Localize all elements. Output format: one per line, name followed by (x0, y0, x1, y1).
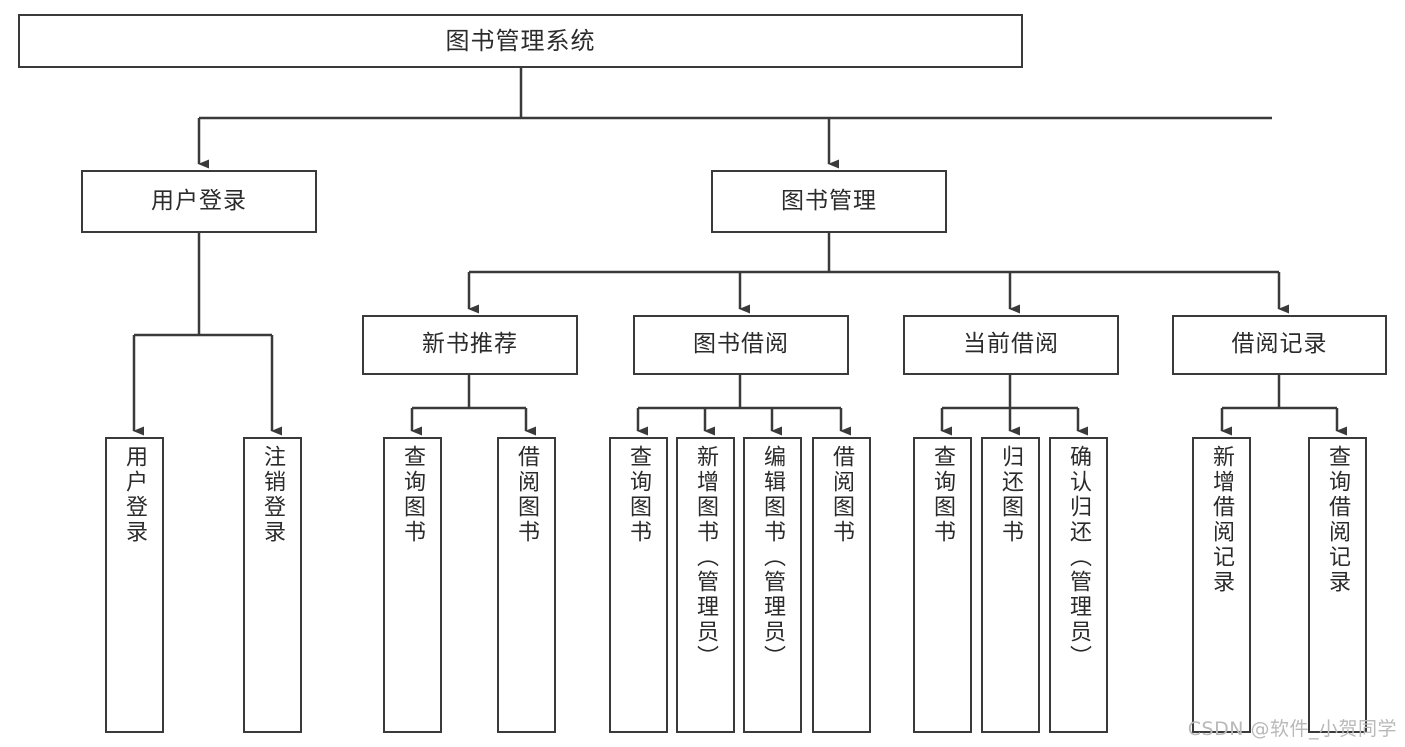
node-leaf-query-book-1-label: 查询图书 (400, 445, 426, 545)
node-leaf-add-book[interactable]: 新增图书（管理员） (676, 437, 735, 733)
node-leaf-confirm-return-label: 确认归还（管理员） (1066, 445, 1092, 670)
node-leaf-query-book-2-label: 查询图书 (626, 445, 652, 545)
node-leaf-query-book-3-label: 查询图书 (930, 445, 956, 545)
node-new-book-recommend-label: 新书推荐 (422, 331, 518, 358)
watermark-text: CSDN @软件_小贺同学 (1187, 718, 1397, 740)
node-root-book-management-system[interactable]: 图书管理系统 (18, 14, 1023, 68)
node-leaf-borrow-book-2[interactable]: 借阅图书 (812, 437, 871, 733)
node-leaf-logout-login[interactable]: 注销登录 (243, 437, 302, 733)
node-leaf-query-book-3[interactable]: 查询图书 (913, 437, 972, 733)
node-leaf-query-record[interactable]: 查询借阅记录 (1308, 437, 1367, 733)
node-leaf-logout-login-label: 注销登录 (260, 445, 286, 545)
node-leaf-borrow-book-1[interactable]: 借阅图书 (497, 437, 556, 733)
node-leaf-query-book-1[interactable]: 查询图书 (383, 437, 442, 733)
node-leaf-return-book[interactable]: 归还图书 (981, 437, 1040, 733)
node-book-borrow[interactable]: 图书借阅 (633, 315, 849, 375)
node-user-login-label: 用户登录 (151, 187, 247, 214)
node-book-management-label: 图书管理 (781, 187, 877, 214)
node-leaf-return-book-label: 归还图书 (998, 445, 1024, 545)
node-new-book-recommend[interactable]: 新书推荐 (362, 315, 578, 375)
node-leaf-borrow-book-1-label: 借阅图书 (514, 445, 540, 545)
node-borrow-record[interactable]: 借阅记录 (1172, 315, 1387, 375)
node-book-management[interactable]: 图书管理 (711, 170, 947, 233)
node-leaf-edit-book-label: 编辑图书（管理员） (760, 445, 786, 670)
node-root-label: 图书管理系统 (445, 26, 596, 55)
node-leaf-add-book-label: 新增图书（管理员） (693, 445, 719, 670)
node-borrow-record-label: 借阅记录 (1231, 331, 1328, 358)
node-book-borrow-label: 图书借阅 (693, 331, 789, 358)
node-leaf-query-book-2[interactable]: 查询图书 (609, 437, 668, 733)
node-leaf-confirm-return[interactable]: 确认归还（管理员） (1049, 437, 1108, 733)
node-leaf-user-login-label: 用户登录 (122, 445, 148, 545)
node-leaf-edit-book[interactable]: 编辑图书（管理员） (743, 437, 802, 733)
node-current-borrow-label: 当前借阅 (963, 331, 1059, 358)
node-user-login[interactable]: 用户登录 (81, 170, 317, 233)
node-leaf-query-record-label: 查询借阅记录 (1325, 445, 1351, 595)
node-leaf-add-record-label: 新增借阅记录 (1209, 445, 1235, 595)
node-leaf-user-login[interactable]: 用户登录 (105, 437, 164, 733)
node-current-borrow[interactable]: 当前借阅 (903, 315, 1119, 375)
node-leaf-add-record[interactable]: 新增借阅记录 (1192, 437, 1251, 733)
node-leaf-borrow-book-2-label: 借阅图书 (829, 445, 855, 545)
